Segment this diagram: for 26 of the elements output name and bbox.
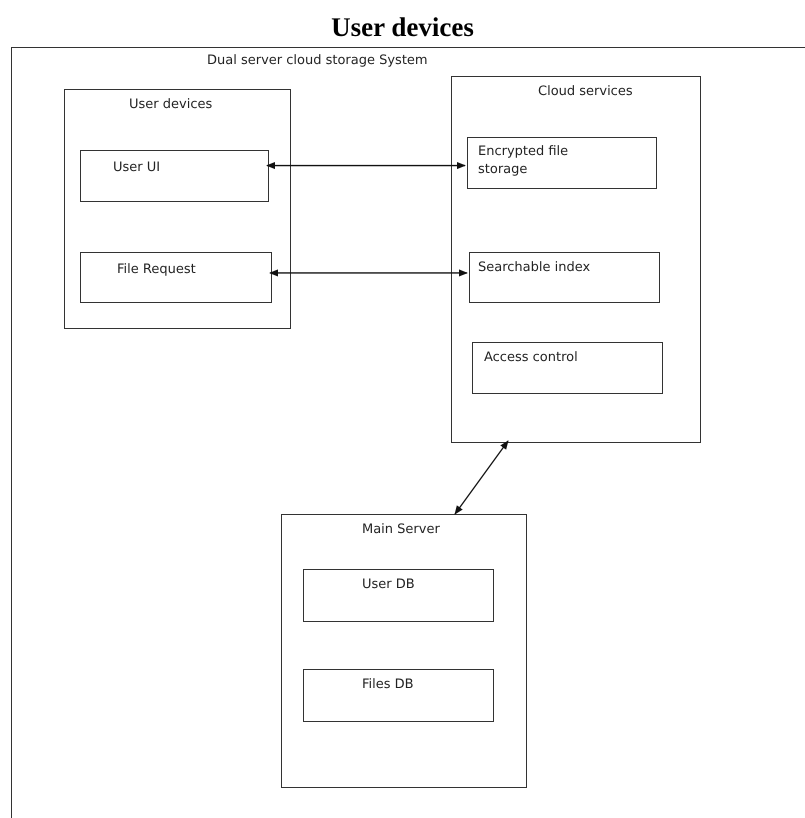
double-arrow — [269, 269, 468, 277]
double-arrow — [454, 440, 509, 515]
component-box — [303, 569, 494, 622]
group-title: Main Server — [362, 521, 440, 539]
component-label: File Request — [117, 261, 196, 279]
double-arrow — [266, 162, 466, 170]
component-box — [472, 342, 663, 394]
component-label: Access control — [484, 349, 578, 367]
component-box — [80, 252, 272, 303]
component-label: User DB — [362, 576, 415, 594]
component-label: Searchable index — [478, 259, 590, 277]
diagram-title: User devices — [330, 12, 475, 43]
group-title: Dual server cloud storage System — [207, 52, 428, 70]
system-frame — [11, 47, 805, 818]
group-box — [64, 89, 291, 329]
component-box — [467, 137, 657, 189]
component-label: User UI — [113, 159, 160, 177]
group-title: Cloud services — [538, 83, 633, 101]
group-title: User devices — [129, 96, 212, 114]
component-box — [469, 252, 660, 303]
group-box — [281, 514, 527, 788]
component-box — [80, 150, 269, 202]
component-label: Encrypted file storage — [478, 143, 570, 178]
group-box — [451, 76, 701, 443]
component-box — [303, 669, 494, 722]
component-label: Files DB — [362, 676, 414, 694]
